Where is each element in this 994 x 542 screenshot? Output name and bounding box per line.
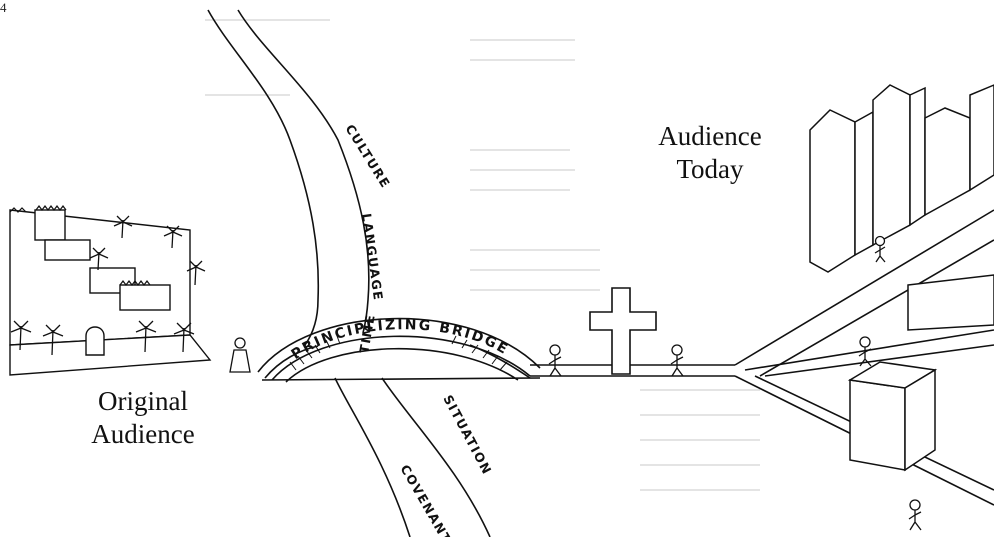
caption-line: Audience bbox=[658, 121, 762, 151]
river-label-time: TIME bbox=[356, 312, 378, 354]
river-label-culture: CULTURE bbox=[342, 122, 393, 191]
bridge-label: PRINCIPLIZING BRIDGE bbox=[289, 317, 512, 363]
walker-lower-road bbox=[908, 499, 922, 531]
walker-middle-road bbox=[858, 336, 872, 367]
walker-upper-road bbox=[874, 235, 886, 263]
page-number: 4 bbox=[0, 0, 7, 15]
river-upper-left-bank bbox=[207, 9, 320, 346]
building-cube-front bbox=[849, 379, 906, 471]
bridge-planks bbox=[289, 335, 508, 371]
building-mid bbox=[907, 274, 994, 331]
modern-city bbox=[809, 84, 994, 472]
ancient-city bbox=[9, 205, 212, 376]
road-upper-branch-a bbox=[734, 209, 994, 366]
bridge-top-rail bbox=[257, 317, 541, 373]
riverbank-left-ground bbox=[264, 345, 319, 379]
walker-road bbox=[670, 344, 684, 377]
robed-figure bbox=[229, 337, 251, 373]
bridge-deck-inner bbox=[285, 347, 519, 383]
caption-line: Audience bbox=[91, 419, 195, 449]
palm-trees bbox=[10, 215, 206, 356]
road-upper-branch-b bbox=[759, 239, 994, 377]
road-middle-b bbox=[764, 344, 994, 377]
bridge-deck-outer bbox=[271, 335, 531, 381]
principlizing-bridge bbox=[257, 317, 541, 383]
river-label-language: LANGUAGE bbox=[359, 212, 386, 302]
caption-audience-today: Audience Today bbox=[645, 120, 775, 186]
background-ghost-text bbox=[205, 19, 760, 491]
road-network bbox=[530, 209, 994, 506]
cross bbox=[589, 287, 657, 375]
stick-figures bbox=[548, 235, 922, 531]
river-lower-right-bank bbox=[381, 377, 491, 538]
walker-bridge-end bbox=[548, 344, 562, 377]
caption-line: Original bbox=[98, 386, 188, 416]
building-cube-side bbox=[904, 368, 936, 472]
bridge-underside bbox=[261, 377, 541, 381]
river-lower-left-bank bbox=[334, 377, 411, 538]
city-gate bbox=[85, 326, 105, 356]
caption-line: Today bbox=[676, 154, 744, 184]
river-label-situation: SITUATION bbox=[440, 392, 495, 477]
caption-original-audience: Original Audience bbox=[78, 385, 208, 451]
river-upper-right-bank bbox=[237, 9, 370, 334]
